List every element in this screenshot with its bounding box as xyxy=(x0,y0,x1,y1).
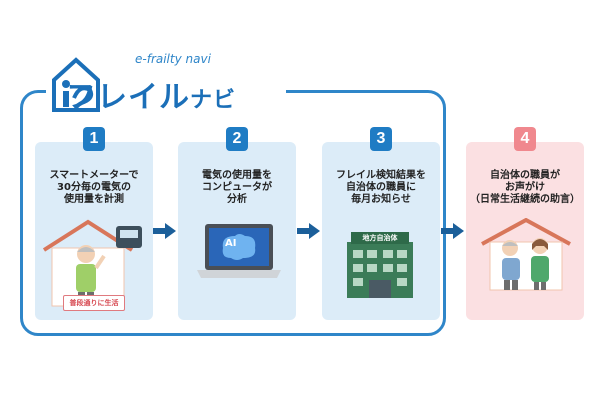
step-4-line2: お声がけ xyxy=(505,182,545,193)
step-4-number: 4 xyxy=(514,127,536,151)
step-4-line1: 自治体の職員が xyxy=(490,170,560,181)
arrow-right-icon xyxy=(441,223,464,239)
logo xyxy=(50,48,290,118)
step-3-text: フレイル検知結果を 自治体の職員に 毎月お知らせ xyxy=(322,170,440,206)
step-4-line3: （日常生活継続の助言） xyxy=(470,194,580,205)
house-logo-icon xyxy=(52,57,100,112)
staff-visit-icon xyxy=(481,218,571,291)
step-2-line1: 電気の使用量を xyxy=(202,170,272,181)
step-3-line1: フレイル検知結果を xyxy=(336,170,426,181)
step-1-line1: スマートメーターで xyxy=(49,170,139,181)
logo-title-small: ナビ xyxy=(190,88,237,113)
step-3-line3: 毎月お知らせ xyxy=(351,194,411,205)
logo-title-main: フレイル xyxy=(66,80,190,115)
ai-label: AI xyxy=(225,238,237,249)
city-hall-sign: 地方自治体 xyxy=(362,234,398,242)
daily-life-badge: 普段通りに生活 xyxy=(63,295,125,311)
step-2-line3: 分析 xyxy=(227,194,247,205)
step-1-text: スマートメーターで 30分毎の電気の 使用量を計測 xyxy=(35,170,153,206)
step-3-number: 3 xyxy=(370,127,392,151)
laptop-ai-icon xyxy=(197,224,281,278)
arrow-right-icon xyxy=(153,223,176,239)
step-1-line3: 使用量を計測 xyxy=(64,194,124,205)
step-1-line2: 30分毎の電気の xyxy=(57,182,131,193)
step-2-text: 電気の使用量を コンピュータが 分析 xyxy=(178,170,296,206)
city-hall-building-icon xyxy=(347,232,413,298)
step-2-line2: コンピュータが xyxy=(202,182,272,193)
step-3-line2: 自治体の職員に xyxy=(346,182,416,193)
step-4-text: 自治体の職員が お声がけ （日常生活継続の助言） xyxy=(466,170,584,206)
step-2-number: 2 xyxy=(226,127,248,151)
arrow-right-icon xyxy=(297,223,320,239)
logo-subtitle: e-frailty navi xyxy=(135,52,211,66)
step-1-number: 1 xyxy=(83,127,105,151)
logo-title: フレイルナビ xyxy=(66,72,236,116)
